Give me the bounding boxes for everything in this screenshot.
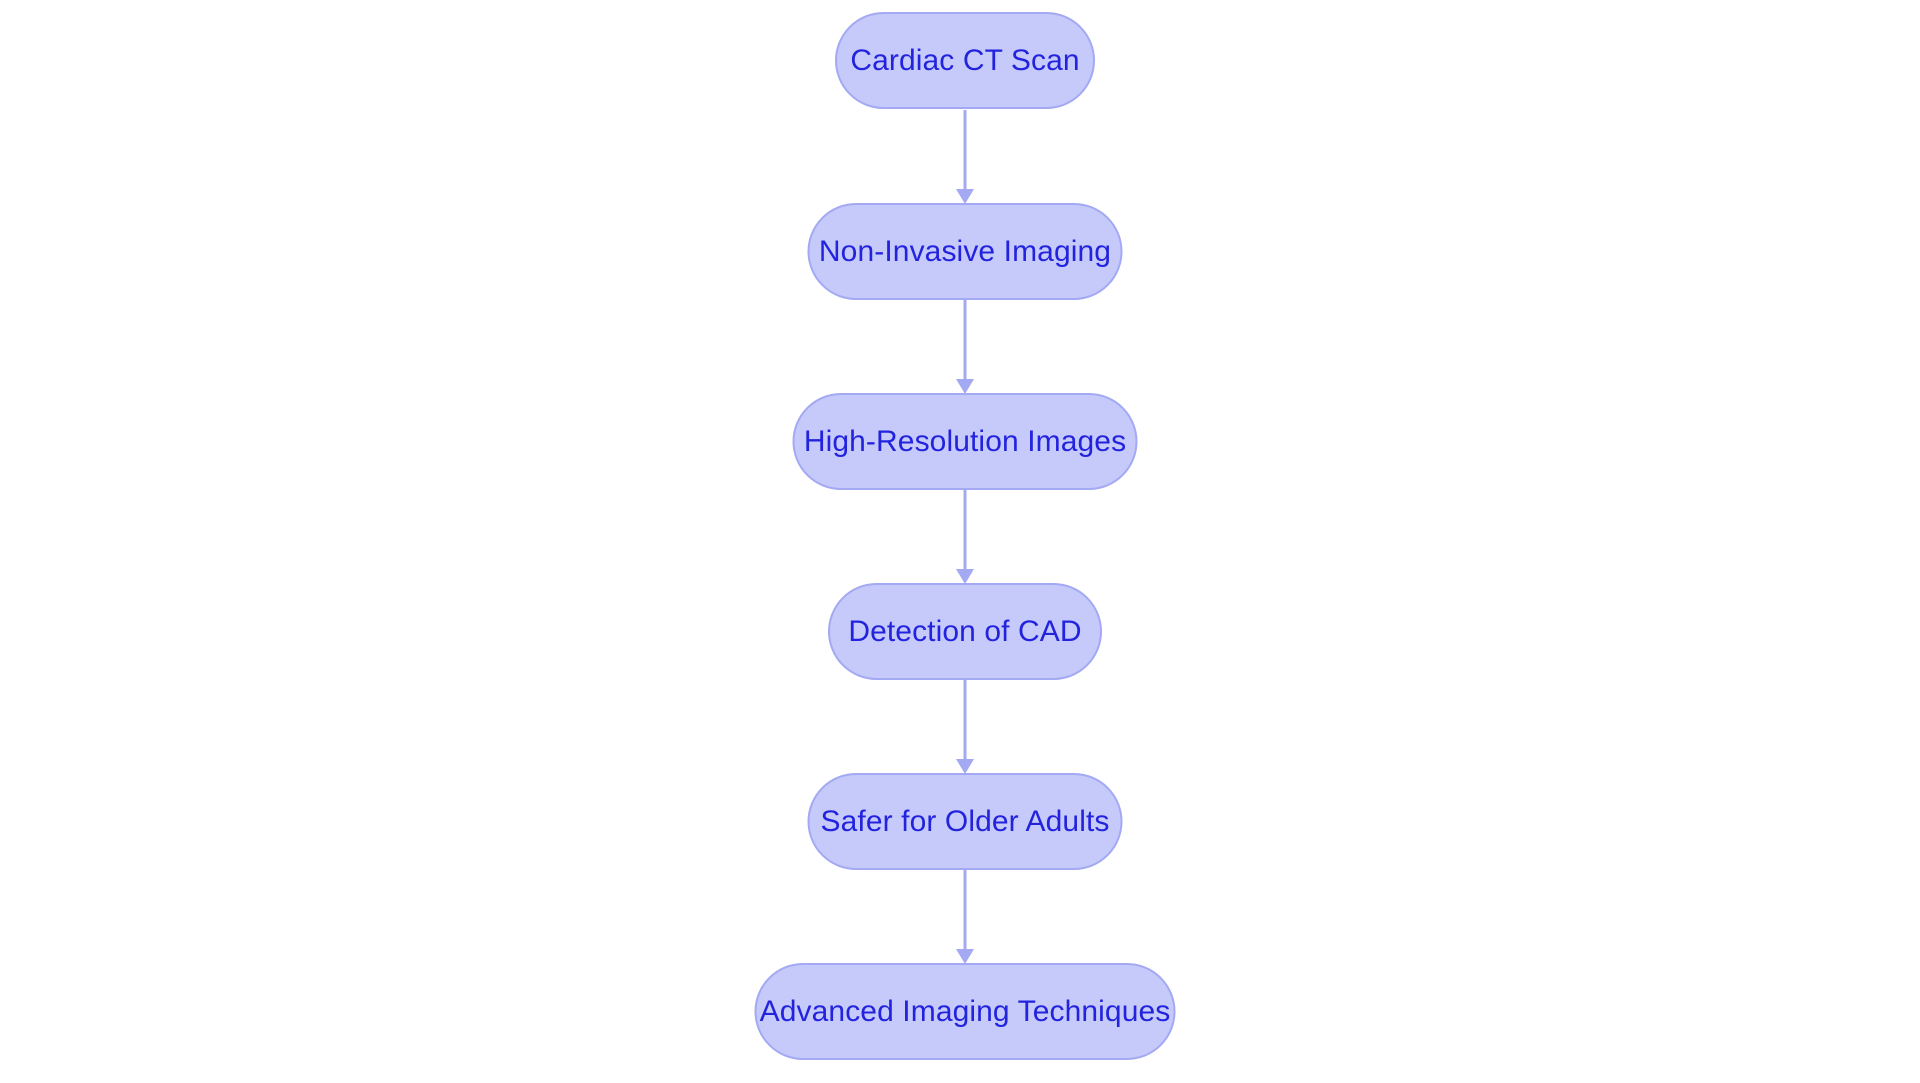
flow-node-label: Non-Invasive Imaging bbox=[818, 234, 1112, 268]
down-arrow-icon bbox=[956, 949, 974, 964]
flow-connector-1 bbox=[955, 110, 975, 204]
flow-node-high-resolution-images[interactable]: High-Resolution Images bbox=[792, 393, 1138, 490]
flow-connector-5 bbox=[955, 870, 975, 964]
connector-stem bbox=[963, 490, 967, 570]
down-arrow-icon bbox=[956, 569, 974, 584]
down-arrow-icon bbox=[956, 189, 974, 204]
connector-stem bbox=[963, 870, 967, 950]
flow-node-cardiac-ct-scan[interactable]: Cardiac CT Scan bbox=[835, 12, 1095, 109]
flow-node-safer-for-older-adults[interactable]: Safer for Older Adults bbox=[807, 773, 1123, 870]
flow-node-detection-of-cad[interactable]: Detection of CAD bbox=[828, 583, 1102, 680]
flow-connector-2 bbox=[955, 300, 975, 394]
flow-node-label: Detection of CAD bbox=[848, 614, 1082, 648]
flow-node-label: Advanced Imaging Techniques bbox=[759, 994, 1171, 1028]
flow-node-label: High-Resolution Images bbox=[803, 424, 1127, 458]
flow-node-label: Cardiac CT Scan bbox=[850, 43, 1080, 77]
flow-node-non-invasive-imaging[interactable]: Non-Invasive Imaging bbox=[807, 203, 1123, 300]
flow-node-label: Safer for Older Adults bbox=[820, 804, 1110, 838]
down-arrow-icon bbox=[956, 379, 974, 394]
down-arrow-icon bbox=[956, 759, 974, 774]
connector-stem bbox=[963, 300, 967, 380]
flow-node-advanced-imaging-techniques[interactable]: Advanced Imaging Techniques bbox=[754, 963, 1176, 1060]
connector-stem bbox=[963, 110, 967, 190]
flow-connector-3 bbox=[955, 490, 975, 584]
flow-connector-4 bbox=[955, 680, 975, 774]
connector-stem bbox=[963, 680, 967, 760]
